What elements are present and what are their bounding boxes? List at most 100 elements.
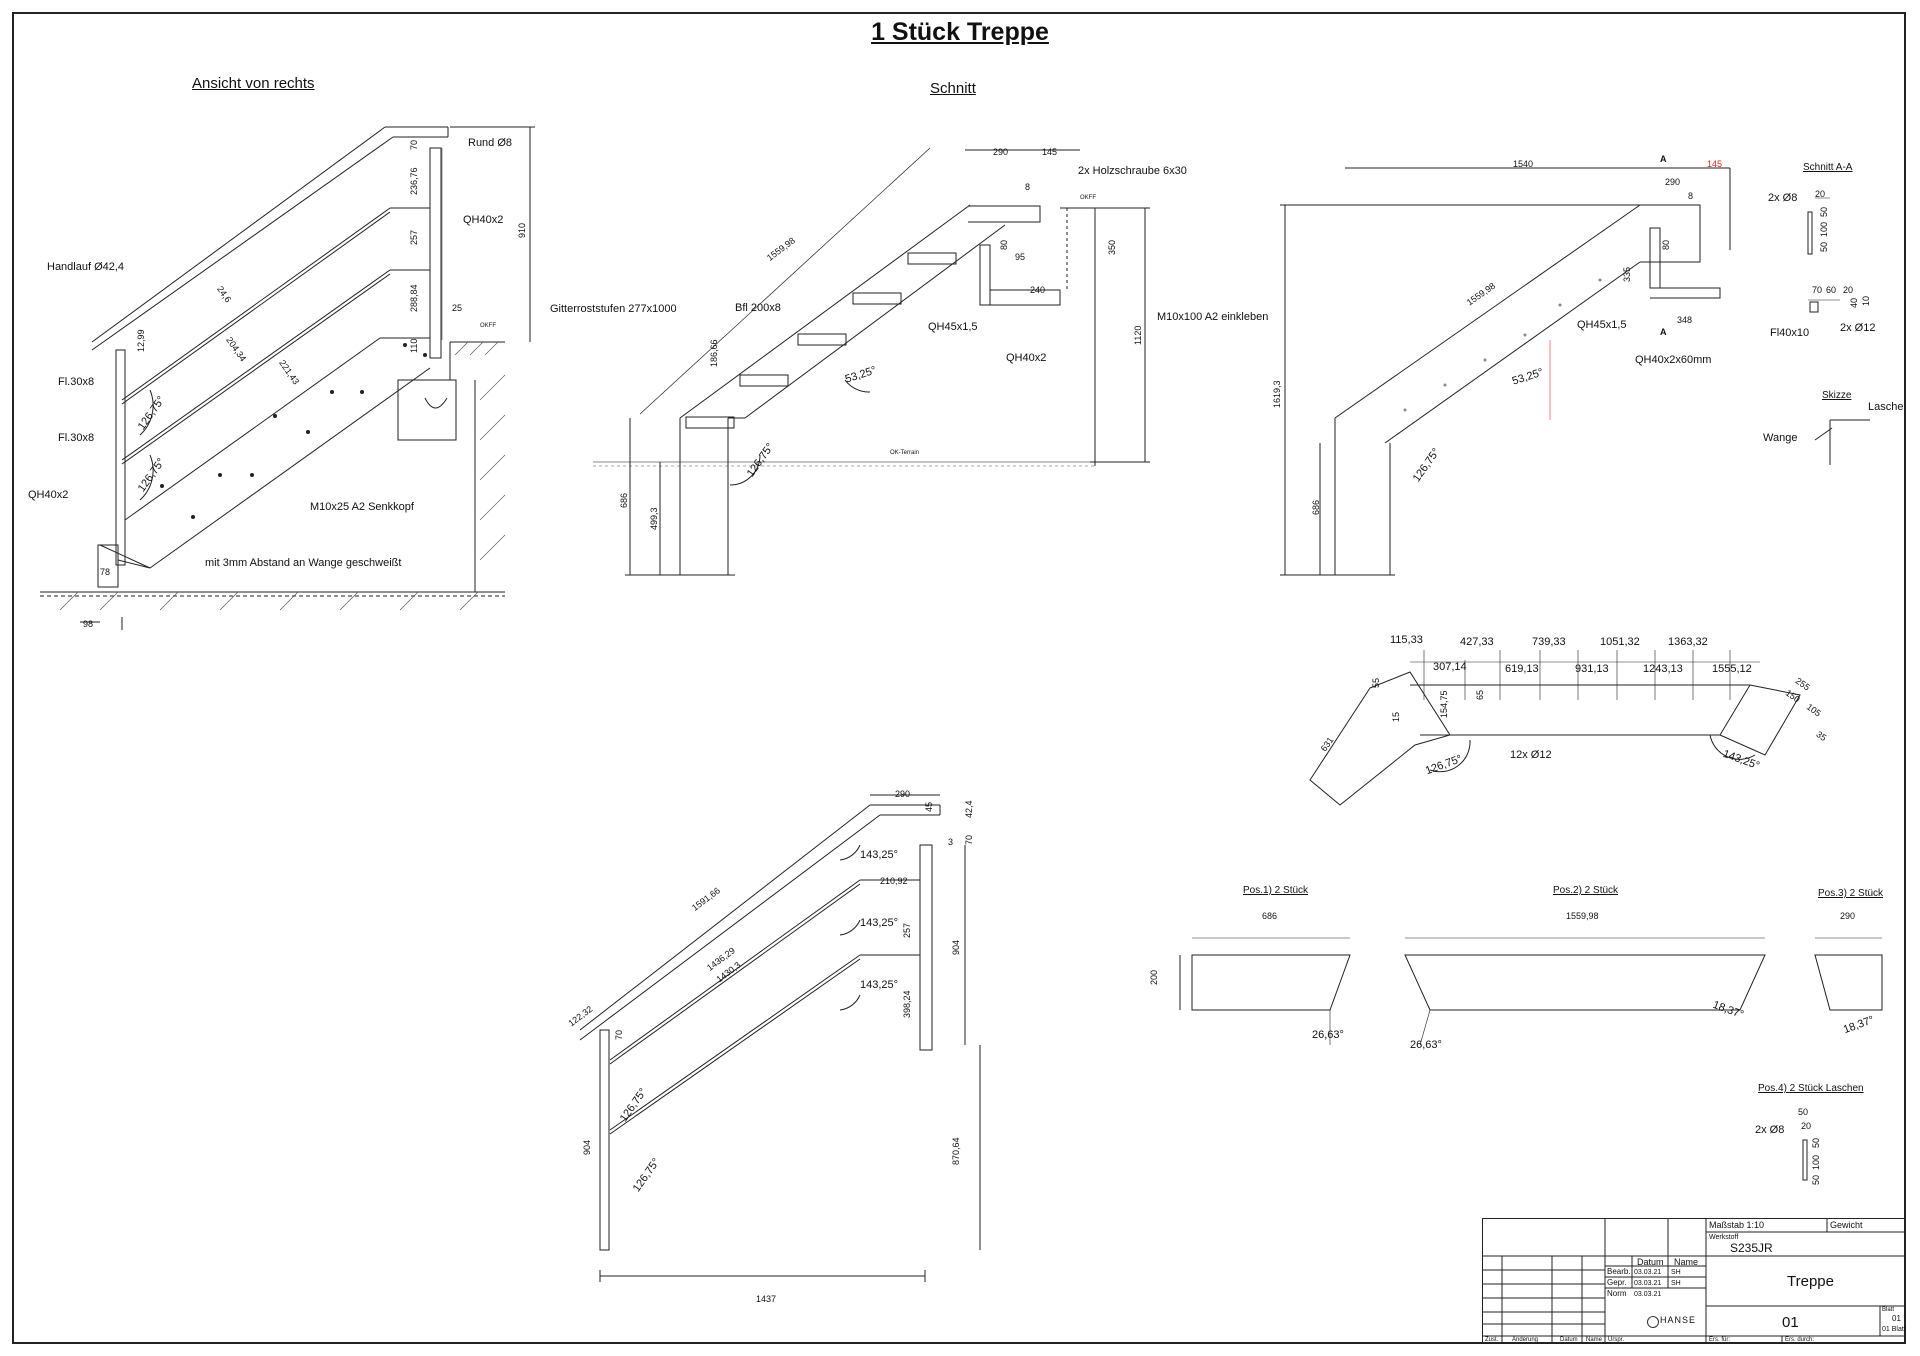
pos4-dim-100: 100 <box>1811 1154 1821 1170</box>
dim-side-70: 70 <box>409 139 419 150</box>
dim-aa-50a: 50 <box>1819 206 1829 217</box>
tb-row-gepr-name: SH <box>1671 1280 1681 1287</box>
section-aa-heading: Schnitt A-A <box>1803 162 1853 173</box>
label-fl-1: Fl.30x8 <box>58 376 95 388</box>
label-okff-section: OKFF <box>1080 195 1096 201</box>
label-m10: M10x100 A2 einkleben <box>1157 311 1269 323</box>
dim-str-mid-1: 307,14 <box>1433 661 1467 673</box>
dim-str-65: 65 <box>1475 689 1485 700</box>
section-view-lines <box>593 147 1150 576</box>
pos4-dim-50c: 50 <box>1811 1174 1821 1185</box>
tb-row-gepr-date: 03.03.21 <box>1634 1280 1662 1287</box>
dim-s2-1540: 1540 <box>1513 159 1534 169</box>
label-str-holes: 12x Ø12 <box>1510 749 1552 761</box>
sketch-heading: Skizze <box>1822 390 1852 401</box>
pos1-height: 200 <box>1149 969 1159 985</box>
pos2-width: 1559,98 <box>1566 911 1599 921</box>
dim-sec-686: 686 <box>619 492 629 508</box>
label-s2-a2: A <box>1660 327 1667 337</box>
dim-sec-95: 95 <box>1015 252 1026 262</box>
dim-rail-290: 290 <box>895 789 911 799</box>
dim-str-mid-2: 619,13 <box>1505 663 1539 675</box>
label-aa-holes2: 2x Ø12 <box>1840 322 1876 334</box>
dim-str-top-1: 115,33 <box>1390 634 1423 646</box>
dim-aa-50b: 50 <box>1819 241 1829 252</box>
dim-side-28884: 288,84 <box>409 284 419 312</box>
dim-s2-8: 8 <box>1688 191 1694 201</box>
dim-rail-angle-2: 143,25° <box>860 917 899 929</box>
dim-rail-39824: 398,24 <box>902 990 912 1018</box>
dim-rail-3: 3 <box>948 837 954 847</box>
section-view-heading: Schnitt <box>930 80 976 97</box>
pos4-dim-50: 50 <box>1798 1107 1809 1117</box>
dim-side-110: 110 <box>409 338 419 353</box>
pos2-angle-l: 26,63° <box>1410 1039 1442 1051</box>
dim-rail-angle-1: 143,25° <box>860 849 899 861</box>
label-weld: mit 3mm Abstand an Wange geschweißt <box>205 557 402 569</box>
tb-massstab: Maßstab 1:10 <box>1709 1220 1765 1230</box>
title-block: Maßstab 1:10 Gewicht Werkstoff S235JR Da… <box>1482 1218 1906 1344</box>
label-s2-qh45: QH45x1,5 <box>1577 319 1627 331</box>
tb-gewicht: Gewicht <box>1830 1220 1863 1230</box>
label-qh-bottom: QH40x2 <box>28 489 69 501</box>
drawing-title: 1 Stück Treppe <box>871 18 1049 46</box>
pos4-dim-20: 20 <box>1801 1121 1812 1131</box>
dim-str-top-4: 1051,32 <box>1600 636 1640 648</box>
label-gitter: Gitterroststufen 277x1000 <box>550 303 677 315</box>
pos3-title: Pos.3) 2 Stück <box>1818 888 1884 899</box>
pos1-angle: 26,63° <box>1312 1029 1344 1041</box>
label-s2-qh40: QH40x2x60mm <box>1635 354 1712 366</box>
dim-rail-904a: 904 <box>951 939 961 955</box>
pos1-title: Pos.1) 2 Stück <box>1243 885 1309 896</box>
label-okff-side: OKFF <box>480 323 496 329</box>
dim-aa-70: 70 <box>1812 285 1823 295</box>
dim-s2-686: 686 <box>1311 499 1321 515</box>
side-view-heading: Ansicht von rechts <box>192 75 315 92</box>
pos4-dim-50b: 50 <box>1811 1137 1821 1148</box>
dim-sec-18666: 186,66 <box>709 339 719 367</box>
dim-aa-100: 100 <box>1819 221 1829 237</box>
parts-lines <box>1179 937 1883 1181</box>
pos2-title: Pos.2) 2 Stück <box>1553 885 1619 896</box>
dim-sec-240: 240 <box>1030 285 1046 295</box>
tb-row-norm-date: 03.03.21 <box>1634 1291 1662 1298</box>
dim-rail-70b: 70 <box>614 1029 624 1040</box>
dim-rail-904b: 904 <box>582 1139 592 1155</box>
dim-side-78: 78 <box>100 567 111 577</box>
dim-aa-40: 40 <box>1849 297 1859 308</box>
pos4-holes: 2x Ø8 <box>1755 1124 1785 1136</box>
dim-sec-1120: 1120 <box>1133 325 1143 345</box>
tb-werkstoff: S235JR <box>1730 1241 1773 1255</box>
tb-logo: HANSE <box>1660 1315 1697 1325</box>
dim-s2-348: 348 <box>1677 315 1693 325</box>
stringer-detail-lines <box>1309 650 1801 806</box>
tb-blatt-label: Blatt <box>1882 1307 1895 1313</box>
dim-str-top-5: 1363,32 <box>1668 636 1708 648</box>
tb-werkstoff-label: Werkstoff <box>1709 1234 1739 1241</box>
label-qh40: QH40x2 <box>1006 352 1047 364</box>
label-ok-terrain: OK-Terrain <box>890 450 920 456</box>
dim-s2-145: 145 <box>1707 159 1723 169</box>
section2-view-lines <box>1280 167 1731 576</box>
dim-str-top-2: 427,33 <box>1460 636 1494 648</box>
dim-sec-290: 290 <box>993 147 1009 157</box>
dim-s2-16193: 1619,3 <box>1272 380 1282 408</box>
tb-footer-name: Name <box>1586 1337 1603 1343</box>
label-qh45: QH45x1,5 <box>928 321 978 333</box>
label-sketch-lasche: Lasche <box>1868 401 1904 413</box>
dim-side-1299: 12,99 <box>136 329 146 352</box>
dim-rail-21092: 210,92 <box>880 876 908 886</box>
tb-row-bearb-date: 03.03.21 <box>1634 1269 1662 1276</box>
title-block-grid <box>1482 1218 1906 1344</box>
side-view-lines <box>40 126 535 630</box>
label-aa-fl: Fl40x10 <box>1770 327 1810 339</box>
pos3-width: 290 <box>1840 911 1856 921</box>
tb-col-datum: Datum <box>1637 1257 1664 1267</box>
tb-footer-zust: Zust. <box>1485 1337 1499 1343</box>
dim-sec-145: 145 <box>1042 147 1058 157</box>
dim-sec-4993: 499,3 <box>649 507 659 530</box>
dim-rail-424: 42,4 <box>964 800 974 818</box>
dim-aa-20: 20 <box>1815 189 1826 199</box>
label-handlauf: Handlauf Ø42,4 <box>47 261 125 273</box>
tb-blatt: 01 <box>1892 1314 1901 1323</box>
